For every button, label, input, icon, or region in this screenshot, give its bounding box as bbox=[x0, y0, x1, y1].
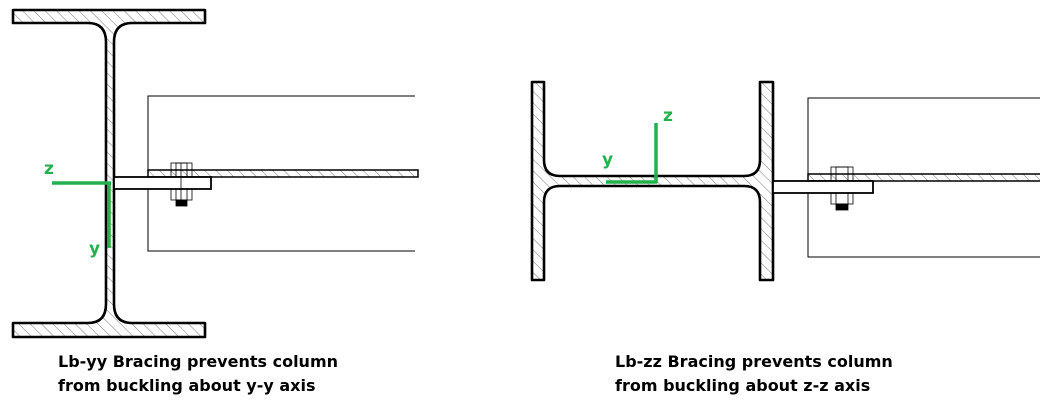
left-z-axis-label: z bbox=[44, 159, 54, 179]
right-z-axis-label: z bbox=[663, 106, 673, 126]
left-bolt-icon bbox=[170, 162, 193, 207]
right-bolt-icon bbox=[830, 166, 854, 211]
left-y-axis-label: y bbox=[89, 239, 101, 259]
right-beam-flange-plate bbox=[807, 173, 1040, 182]
left-caption-line1: Lb-yy Bracing prevents column bbox=[58, 352, 339, 371]
right-beam bbox=[772, 97, 1040, 258]
right-y-axis-label: y bbox=[602, 150, 614, 170]
left-caption-line2: from buckling about y-y axis bbox=[58, 376, 316, 395]
left-caption: Lb-yy Bracing prevents column from buckl… bbox=[58, 350, 338, 398]
left-column-section bbox=[11, 8, 207, 339]
left-axes bbox=[52, 181, 111, 248]
left-fin-plate bbox=[113, 176, 212, 190]
left-beam-flange-plate bbox=[147, 169, 419, 178]
right-caption: Lb-zz Bracing prevents column from buckl… bbox=[615, 350, 893, 398]
right-axes bbox=[606, 123, 658, 184]
right-caption-line2: from buckling about z-z axis bbox=[615, 376, 871, 395]
right-caption-line1: Lb-zz Bracing prevents column bbox=[615, 352, 893, 371]
right-fin-plate bbox=[772, 180, 874, 194]
left-i-beam bbox=[11, 8, 207, 339]
left-beam bbox=[113, 95, 419, 252]
